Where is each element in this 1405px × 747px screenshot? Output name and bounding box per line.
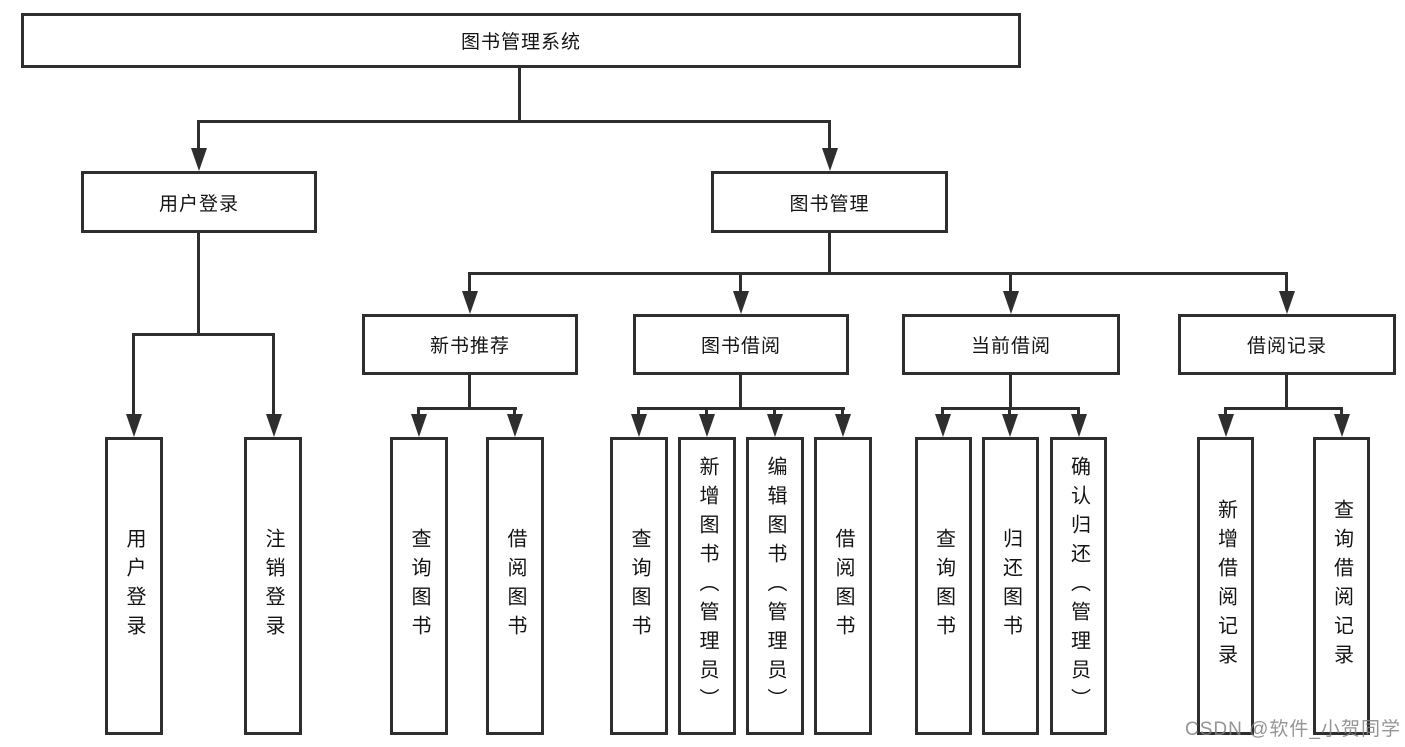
node-leaf-query-books-1: 查询图书 xyxy=(390,437,448,735)
arrowhead-user-login xyxy=(191,148,207,171)
node-label: 用户登录 xyxy=(158,193,239,215)
connector-level2-rail xyxy=(197,120,831,123)
node-label: 归还图书 xyxy=(999,528,1022,644)
node-label: 新增借阅记录 xyxy=(1214,499,1237,673)
connector-root-stem xyxy=(518,68,521,122)
node-label: 确认归还（管理员） xyxy=(1067,455,1090,717)
connector-drop-new-book-rec xyxy=(468,272,471,293)
node-label: 新增图书（管理员） xyxy=(696,455,718,717)
csdn-watermark: CSDN @软件_小贺同学 xyxy=(1185,719,1401,740)
node-label: 当前借阅 xyxy=(970,336,1051,357)
node-label: 图书借阅 xyxy=(700,336,781,357)
arrowhead-bb-query xyxy=(631,414,647,437)
node-leaf-query-borrow-record: 查询借阅记录 xyxy=(1313,437,1370,735)
node-user-login: 用户登录 xyxy=(81,171,317,233)
connector-nbr-stem xyxy=(468,375,471,409)
node-label: 借阅图书 xyxy=(504,528,526,644)
connector-drop-borrow-records xyxy=(1285,272,1288,293)
node-label: 查询图书 xyxy=(932,528,955,644)
node-label: 借阅图书 xyxy=(832,528,854,644)
node-leaf-query-books-2: 查询图书 xyxy=(610,437,668,735)
connector-drop-current-borrow xyxy=(1009,272,1012,293)
connector-bb-stem xyxy=(739,375,742,409)
node-leaf-borrow-books-1: 借阅图书 xyxy=(486,437,544,735)
connector-drop-book-borrow xyxy=(739,272,742,293)
connector-drop-bb-query xyxy=(637,407,640,419)
node-leaf-borrow-books-2: 借阅图书 xyxy=(814,437,872,735)
node-leaf-confirm-return-admin: 确认归还（管理员） xyxy=(1050,437,1107,735)
node-leaf-logout: 注销登录 xyxy=(244,437,302,735)
node-book-management: 图书管理 xyxy=(711,171,948,233)
node-current-borrowing: 当前借阅 xyxy=(902,314,1120,375)
node-label: 用户登录 xyxy=(123,528,145,644)
connector-user-login-rail xyxy=(132,333,275,336)
node-label: 图书管理系统 xyxy=(460,32,581,53)
node-label: 查询图书 xyxy=(628,528,650,644)
arrowhead-bb-edit xyxy=(767,414,783,437)
connector-bb-rail xyxy=(637,407,845,410)
arrowhead-nbr-query xyxy=(411,414,427,437)
arrowhead-current-borrow xyxy=(1003,291,1019,314)
connector-cb-stem xyxy=(1009,375,1012,409)
arrowhead-new-book-rec xyxy=(462,291,478,314)
connector-drop-cb-query xyxy=(941,407,944,419)
connector-drop-bb-add xyxy=(705,407,708,419)
connector-drop-bb-edit xyxy=(773,407,776,419)
arrowhead-borrow-records xyxy=(1279,291,1295,314)
node-label: 查询图书 xyxy=(408,528,430,644)
connector-nbr-rail xyxy=(417,407,517,410)
connector-drop-cb-return xyxy=(1008,407,1011,419)
node-label: 新书推荐 xyxy=(429,336,510,357)
connector-drop-book-mgmt xyxy=(828,120,831,152)
arrowhead-leaf-logout xyxy=(266,414,282,437)
connector-user-login-stem xyxy=(197,233,200,335)
node-leaf-query-books-3: 查询图书 xyxy=(915,437,972,735)
connector-level3-rail xyxy=(468,272,1288,275)
node-label: 查询借阅记录 xyxy=(1330,499,1353,673)
connector-drop-nbr-borrow xyxy=(513,407,516,419)
node-label: 图书管理 xyxy=(789,193,870,215)
arrowhead-bb-borrow xyxy=(835,414,851,437)
node-book-borrowing: 图书借阅 xyxy=(633,314,849,375)
connector-drop-user-login xyxy=(197,120,200,152)
arrowhead-book-borrow xyxy=(733,291,749,314)
node-leaf-user-login: 用户登录 xyxy=(105,437,163,735)
arrowhead-book-mgmt xyxy=(822,148,838,171)
connector-br-rail xyxy=(1224,407,1343,410)
connector-drop-bb-borrow xyxy=(841,407,844,419)
node-leaf-add-borrow-record: 新增借阅记录 xyxy=(1197,437,1254,735)
node-leaf-return-books: 归还图书 xyxy=(982,437,1039,735)
node-leaf-edit-books-admin: 编辑图书（管理员） xyxy=(746,437,804,735)
connector-drop-cb-confirm xyxy=(1077,407,1080,419)
connector-drop-br-add xyxy=(1224,407,1227,419)
arrowhead-cb-query xyxy=(935,414,951,437)
connector-drop-nbr-query xyxy=(417,407,420,419)
connector-br-stem xyxy=(1285,375,1288,409)
node-borrowing-records: 借阅记录 xyxy=(1178,314,1396,375)
node-label: 编辑图书（管理员） xyxy=(764,455,786,717)
arrowhead-br-add xyxy=(1218,414,1234,437)
arrowhead-bb-add xyxy=(699,414,715,437)
node-label: 借阅记录 xyxy=(1246,336,1327,357)
node-new-book-recommend: 新书推荐 xyxy=(362,314,578,375)
arrowhead-cb-return xyxy=(1002,414,1018,437)
connector-book-mgmt-stem xyxy=(828,233,831,274)
node-label: 注销登录 xyxy=(262,528,284,644)
arrowhead-nbr-borrow xyxy=(507,414,523,437)
node-library-management-system: 图书管理系统 xyxy=(21,13,1021,68)
connector-drop-br-query xyxy=(1340,407,1343,419)
arrowhead-cb-confirm xyxy=(1071,414,1087,437)
connector-drop-leaf-user-login xyxy=(132,333,135,416)
connector-drop-leaf-logout xyxy=(272,333,275,416)
arrowhead-br-query xyxy=(1334,414,1350,437)
arrowhead-leaf-user-login xyxy=(126,414,142,437)
node-leaf-add-books-admin: 新增图书（管理员） xyxy=(678,437,736,735)
